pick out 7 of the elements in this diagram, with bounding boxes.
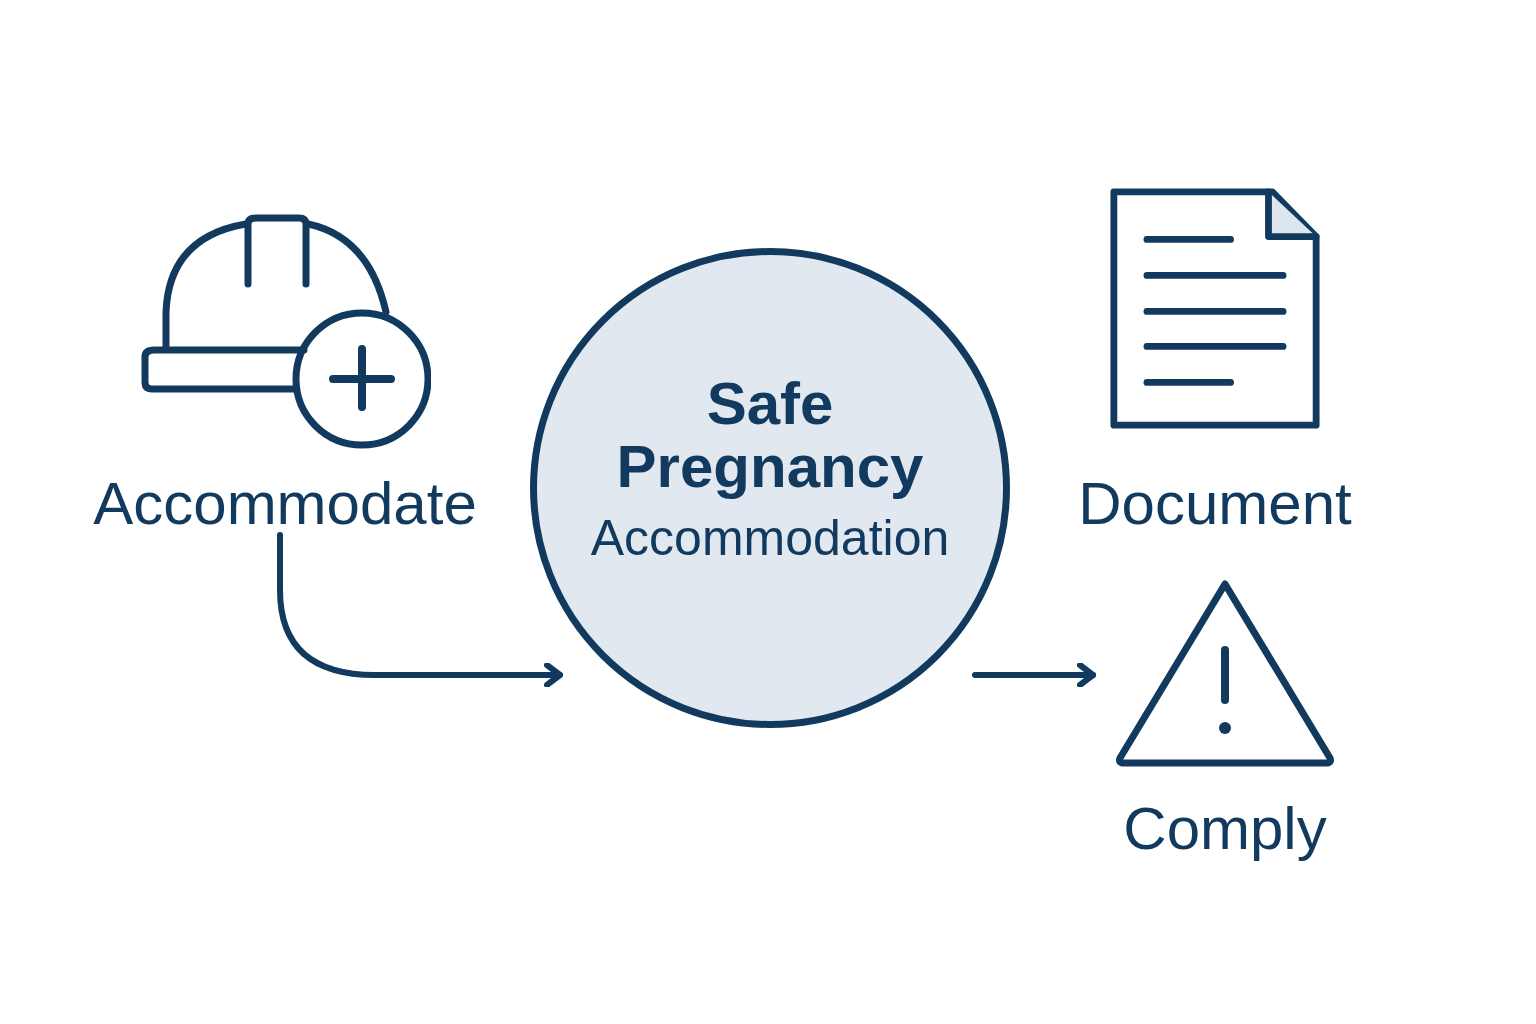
step-label: Accommodate — [93, 472, 477, 535]
arrow — [277, 532, 563, 688]
circle-title: Safe Pregnancy — [615, 371, 925, 498]
arrow — [972, 662, 1096, 688]
step-label: Comply — [1123, 797, 1327, 860]
step-label: Document — [1078, 472, 1352, 535]
circle-subtitle: Accommodation — [590, 511, 950, 565]
